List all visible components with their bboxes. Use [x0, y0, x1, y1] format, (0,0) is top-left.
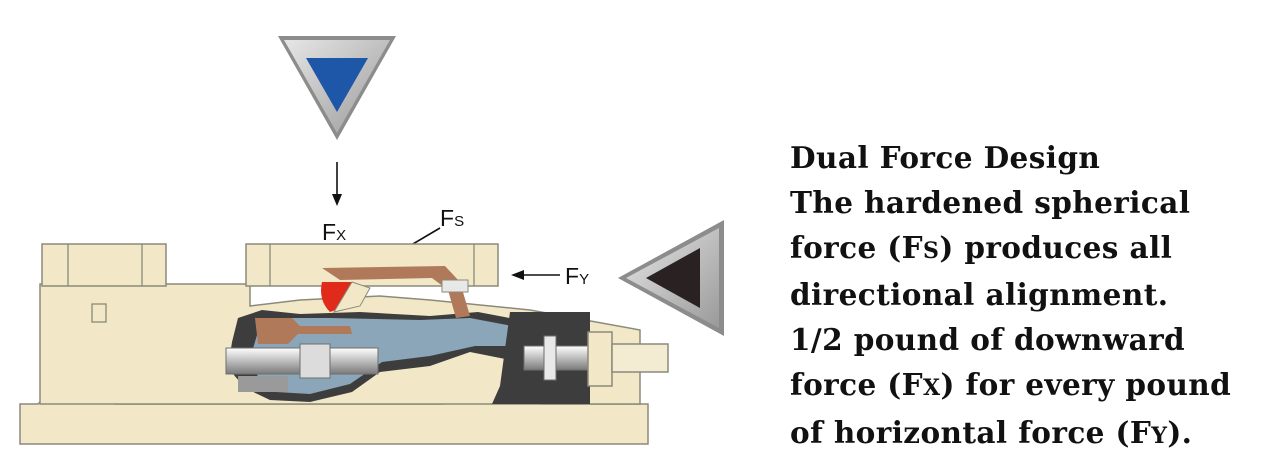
caption-line: force (FX) for every pound — [790, 366, 1232, 402]
dual-force-diagram: FX FS FY — [19, 36, 724, 445]
fy-arrow — [511, 270, 560, 280]
caption-line: directional alignment. — [790, 277, 1169, 313]
fx-arrow — [332, 162, 342, 206]
caption-line: 1/2 pound of downward — [790, 322, 1186, 358]
screw-shaft — [587, 331, 669, 387]
cutaway-cavity — [228, 266, 530, 402]
fixed-jaw — [41, 243, 167, 287]
fx-label: FX — [322, 219, 346, 245]
caption-block: Dual Force Design The hardened spherical… — [790, 136, 1280, 459]
fs-label: FS — [440, 205, 464, 231]
caption-line: The hardened spherical — [790, 184, 1191, 220]
down-triangle-icon — [278, 36, 396, 140]
hardened-sphere — [321, 281, 371, 313]
fy-label: FY — [565, 263, 589, 289]
caption-line: force (FS) produces all — [790, 229, 1173, 265]
inner-piston — [225, 343, 379, 392]
side-triangle-icon — [618, 220, 724, 336]
caption-title: Dual Force Design — [790, 140, 1101, 175]
screw-housing — [492, 312, 593, 404]
caption-line: of horizontal force (FY). — [790, 414, 1193, 450]
jaw-pin — [441, 279, 469, 293]
